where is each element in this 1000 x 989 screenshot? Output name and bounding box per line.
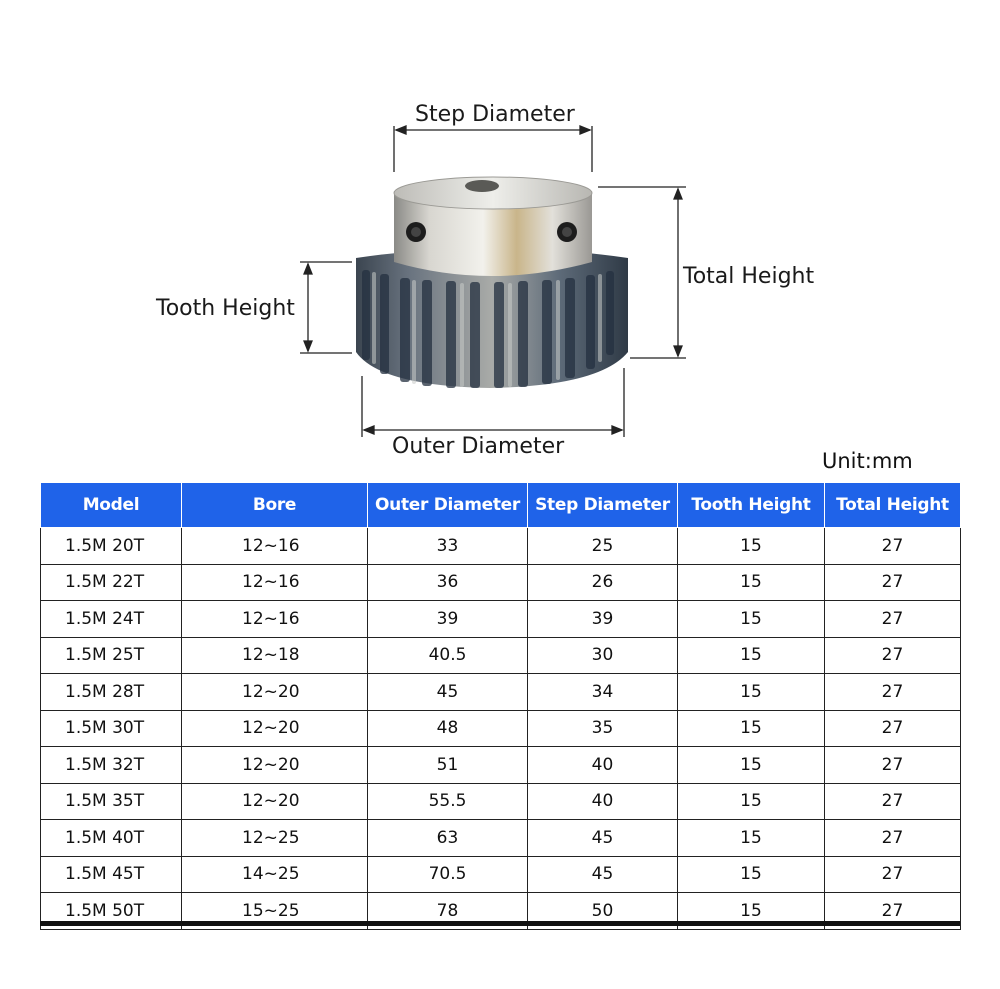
cell-total-height: 27	[824, 636, 961, 674]
header-outer-diameter: Outer Diameter	[367, 482, 528, 528]
cell-outer-diameter: 51	[367, 746, 528, 784]
cell-outer-diameter: 33	[367, 527, 528, 565]
cell-total-height: 27	[824, 527, 961, 565]
cell-step-diameter: 34	[527, 673, 678, 711]
cell-model: 1.5M 25T	[40, 636, 182, 674]
table-row: 1.5M 22T 12~16 36 26 15 27	[40, 563, 961, 601]
cell-outer-diameter: 45	[367, 673, 528, 711]
cell-outer-diameter: 36	[367, 563, 528, 601]
step-diameter-label: Step Diameter	[415, 102, 575, 127]
cell-outer-diameter: 63	[367, 819, 528, 857]
cell-total-height: 27	[824, 673, 961, 711]
cell-tooth-height: 15	[677, 600, 825, 638]
outer-diameter-label: Outer Diameter	[392, 434, 565, 459]
header-bore: Bore	[181, 482, 368, 528]
table-row: 1.5M 40T 12~25 63 45 15 27	[40, 819, 961, 857]
tooth-height-label: Tooth Height	[156, 296, 295, 321]
cell-outer-diameter: 70.5	[367, 855, 528, 893]
cell-bore: 12~25	[181, 819, 368, 857]
total-height-label: Total Height	[683, 264, 815, 289]
cell-step-diameter: 40	[527, 746, 678, 784]
cell-model: 1.5M 40T	[40, 819, 182, 857]
cell-tooth-height: 15	[677, 746, 825, 784]
gear-hub	[393, 176, 593, 276]
cell-outer-diameter: 40.5	[367, 636, 528, 674]
cell-step-diameter: 26	[527, 563, 678, 601]
cell-tooth-height: 15	[677, 819, 825, 857]
cell-model: 1.5M 20T	[40, 527, 182, 565]
cell-bore: 12~20	[181, 746, 368, 784]
table-row: 1.5M 35T 12~20 55.5 40 15 27	[40, 782, 961, 820]
cell-tooth-height: 15	[677, 527, 825, 565]
cell-total-height: 27	[824, 855, 961, 893]
cell-total-height: 27	[824, 600, 961, 638]
cell-bore: 12~20	[181, 673, 368, 711]
cell-total-height: 27	[824, 709, 961, 747]
cell-tooth-height: 15	[677, 855, 825, 893]
cell-bore: 12~16	[181, 527, 368, 565]
spec-table: Model Bore Outer Diameter Step Diameter …	[40, 482, 961, 930]
cell-step-diameter: 35	[527, 709, 678, 747]
header-tooth-height: Tooth Height	[677, 482, 825, 528]
table-row: 1.5M 30T 12~20 48 35 15 27	[40, 709, 961, 747]
cell-bore: 12~20	[181, 782, 368, 820]
cell-model: 1.5M 30T	[40, 709, 182, 747]
table-row: 1.5M 28T 12~20 45 34 15 27	[40, 673, 961, 711]
table-row: 1.5M 45T 14~25 70.5 45 15 27	[40, 855, 961, 893]
cell-outer-diameter: 55.5	[367, 782, 528, 820]
cell-step-diameter: 45	[527, 819, 678, 857]
cell-model: 1.5M 24T	[40, 600, 182, 638]
cell-outer-diameter: 39	[367, 600, 528, 638]
table-row: 1.5M 32T 12~20 51 40 15 27	[40, 746, 961, 784]
cell-tooth-height: 15	[677, 636, 825, 674]
cell-bore: 12~18	[181, 636, 368, 674]
cell-bore: 12~16	[181, 563, 368, 601]
cell-tooth-height: 15	[677, 673, 825, 711]
table-row: 1.5M 24T 12~16 39 39 15 27	[40, 600, 961, 638]
cell-bore: 12~20	[181, 709, 368, 747]
cell-model: 1.5M 28T	[40, 673, 182, 711]
cell-model: 1.5M 32T	[40, 746, 182, 784]
cell-step-diameter: 39	[527, 600, 678, 638]
cell-tooth-height: 15	[677, 563, 825, 601]
header-step-diameter: Step Diameter	[527, 482, 678, 528]
header-total-height: Total Height	[824, 482, 961, 528]
cell-step-diameter: 25	[527, 527, 678, 565]
cell-step-diameter: 45	[527, 855, 678, 893]
table-row: 1.5M 20T 12~16 33 25 15 27	[40, 527, 961, 565]
unit-label: Unit:mm	[822, 449, 913, 473]
header-model: Model	[40, 482, 182, 528]
gear-body	[356, 248, 628, 388]
cell-tooth-height: 15	[677, 709, 825, 747]
cell-model: 1.5M 35T	[40, 782, 182, 820]
cell-tooth-height: 15	[677, 782, 825, 820]
cell-model: 1.5M 45T	[40, 855, 182, 893]
gear-diagram: Step Diameter Total Height Tooth Height …	[0, 0, 1000, 470]
cell-model: 1.5M 22T	[40, 563, 182, 601]
cell-step-diameter: 30	[527, 636, 678, 674]
cell-bore: 14~25	[181, 855, 368, 893]
cell-total-height: 27	[824, 819, 961, 857]
cell-total-height: 27	[824, 563, 961, 601]
gear-illustration	[300, 125, 686, 437]
cell-bore: 12~16	[181, 600, 368, 638]
table-row: 1.5M 25T 12~18 40.5 30 15 27	[40, 636, 961, 674]
cell-total-height: 27	[824, 782, 961, 820]
cell-outer-diameter: 48	[367, 709, 528, 747]
cell-step-diameter: 40	[527, 782, 678, 820]
cell-total-height: 27	[824, 746, 961, 784]
table-header-row: Model Bore Outer Diameter Step Diameter …	[40, 482, 961, 528]
table-bottom-rule	[40, 921, 960, 926]
dimension-lines	[300, 125, 686, 437]
